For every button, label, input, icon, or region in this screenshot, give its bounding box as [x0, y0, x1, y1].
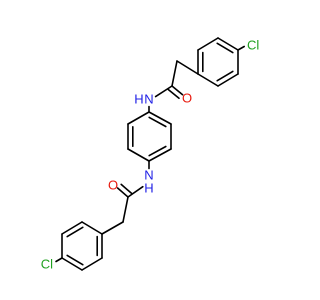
atom-o-bottom: O: [108, 178, 118, 193]
bottom-c-cl-bond: [55, 257, 63, 263]
central-phenylene-ring: [127, 111, 172, 162]
atom-cl-top: Cl: [247, 38, 259, 53]
structure-canvas: Cl O N H N H O Cl: [41, 37, 259, 272]
atom-cl-bottom: Cl: [41, 257, 53, 272]
top-acetamide-linker: [154, 60, 199, 100]
bottom-chlorophenyl-ring: [61, 221, 103, 271]
bottom-acetamide-linker: [101, 183, 144, 235]
atom-o-top: O: [182, 91, 192, 106]
atom-h-top: H: [134, 92, 143, 107]
atom-n-bottom: N: [144, 168, 153, 183]
top-chlorophenyl-ring: [197, 37, 239, 87]
molecule-structure: Cl O N H N H O Cl: [41, 37, 259, 272]
top-c-cl-bond: [237, 45, 245, 51]
atom-n-top: N: [144, 92, 153, 107]
atom-h-bottom: H: [144, 181, 153, 196]
